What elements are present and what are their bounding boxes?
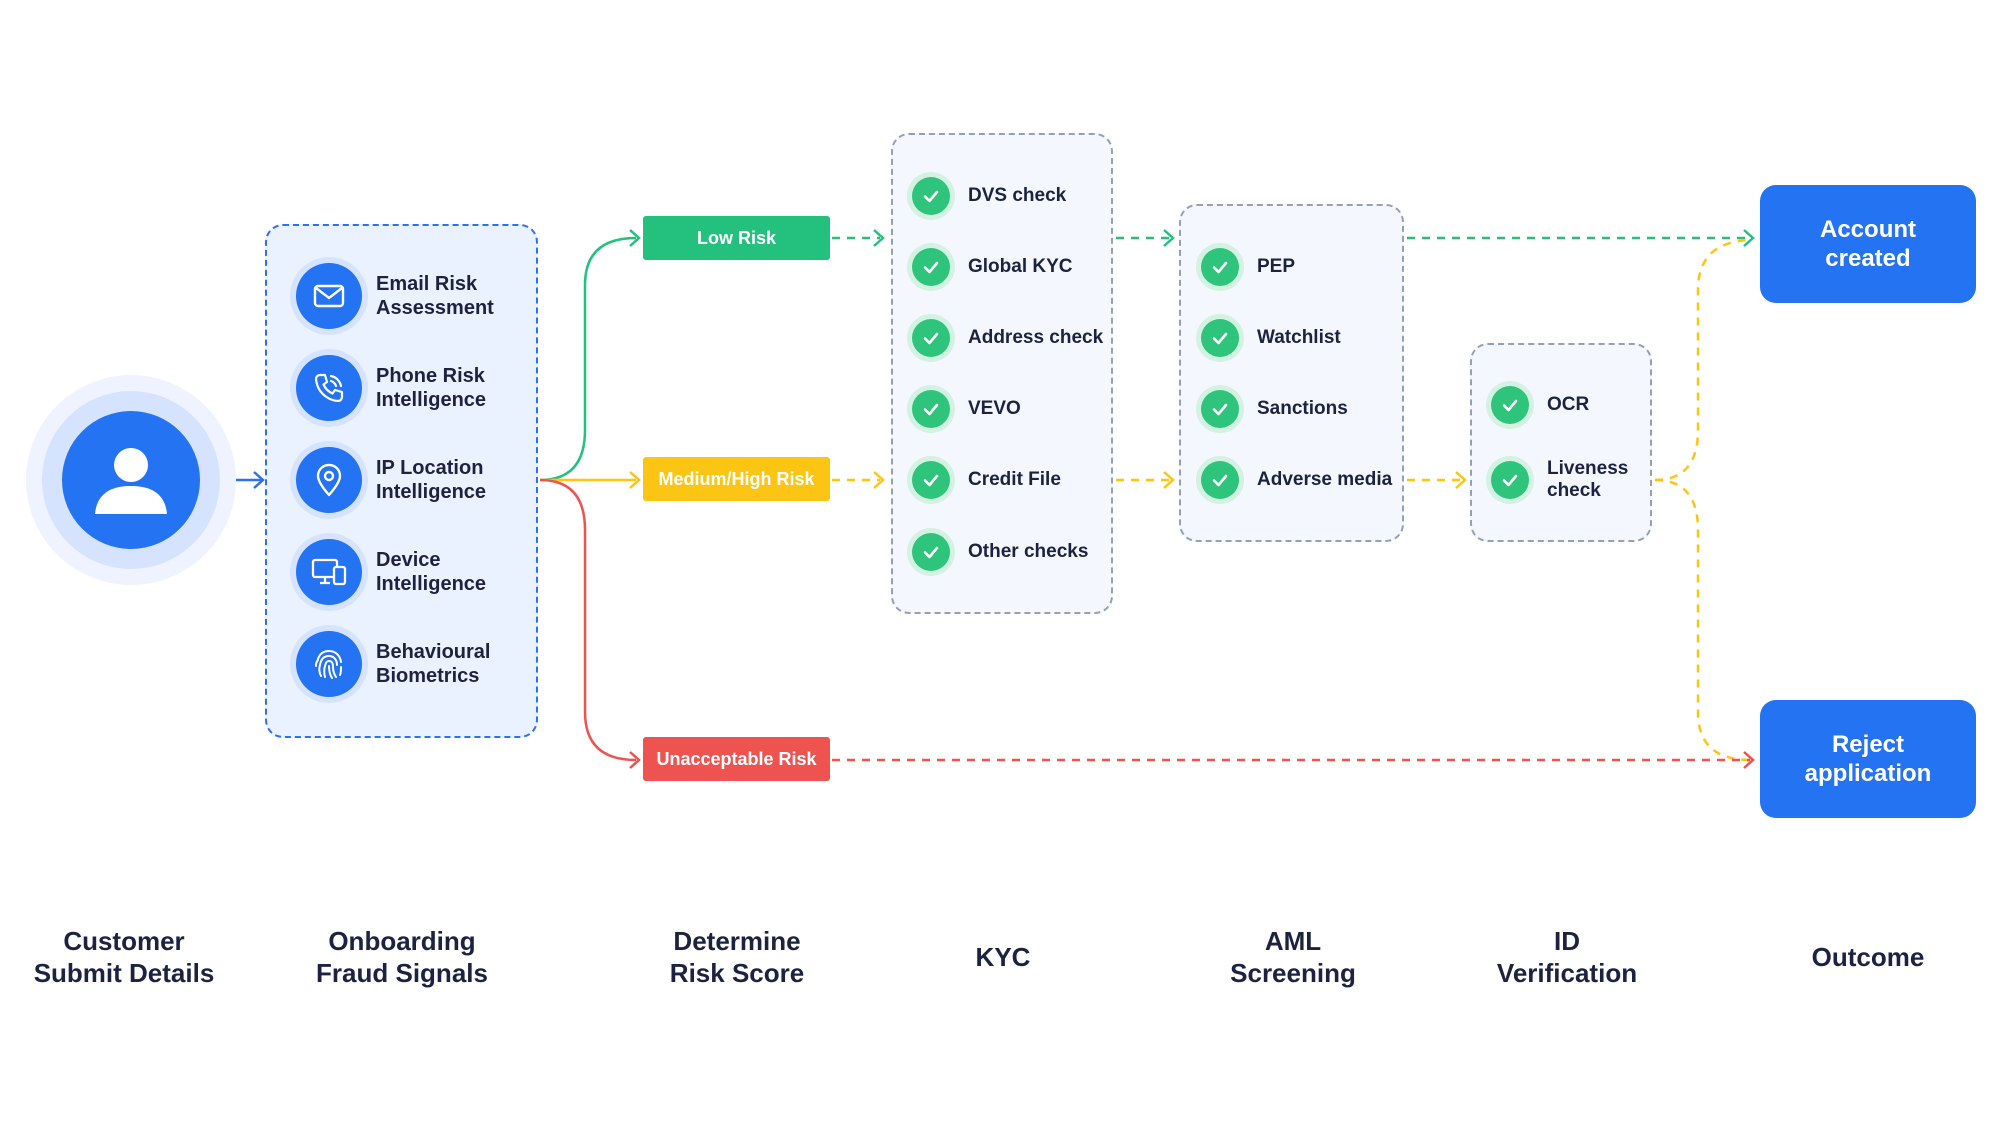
checkmark-icon [912,248,950,286]
kyc-check-other: Other checks [912,533,1088,571]
envelope-icon [296,263,362,329]
check-label: Liveness check [1547,458,1629,501]
check-label: DVS check [968,185,1067,206]
user-icon [95,448,167,514]
check-label: Global KYC [968,256,1073,277]
checkmark-icon [912,319,950,357]
aml-check-pep: PEP [1201,248,1295,286]
kyc-check-address: Address check [912,319,1103,357]
kyc-check-vevo: VEVO [912,390,1021,428]
arrow-aml-to-id-verification [1455,471,1467,489]
phone-icon [296,355,362,421]
customer-avatar [62,411,200,549]
check-label: OCR [1547,394,1590,415]
kyc-check-dvs: DVS check [912,177,1066,215]
aml-check-adverse-media: Adverse media [1201,461,1392,499]
arrow-unacceptable-risk [629,751,641,769]
low-risk-tag: Low Risk [643,216,830,260]
arrow-account-created [1743,229,1755,247]
connector-id-verification-to-reject [1654,478,1751,762]
check-label: Watchlist [1257,327,1341,348]
arrow-low-risk-to-kyc [873,229,885,247]
id-verification-group [1470,343,1652,542]
unacceptable-risk-tag: Unacceptable Risk [643,737,830,781]
arrow-reject-application [1743,751,1755,769]
check-label: VEVO [968,398,1021,419]
aml-check-sanctions: Sanctions [1201,390,1348,428]
checkmark-icon [1491,386,1529,424]
checkmark-icon [912,533,950,571]
check-label: Credit File [968,469,1061,490]
check-label: Sanctions [1257,398,1348,419]
stage-label-outcome: Outcome [1811,942,1925,972]
arrow-low-risk [629,229,641,247]
checkmark-icon [1491,461,1529,499]
stage-label-kyc: KYC [975,942,1031,972]
location-pin-icon [296,447,362,513]
id-check-liveness: Liveness check [1491,458,1657,502]
arrow-kyc-to-aml-low [1163,229,1175,247]
kyc-check-global: Global KYC [912,248,1073,286]
checkmark-icon [912,177,950,215]
checkmark-icon [1201,461,1239,499]
checkmark-icon [1201,319,1239,357]
kyc-check-credit-file: Credit File [912,461,1061,499]
devices-icon [296,539,362,605]
check-label: Address check [968,327,1104,348]
connector-signals-to-unacceptable-risk [539,478,637,762]
medium-high-risk-tag: Medium/High Risk [643,457,830,501]
arrow-medium-risk [629,471,641,489]
aml-check-watchlist: Watchlist [1201,319,1341,357]
id-check-ocr: OCR [1491,386,1589,424]
arrow-customer-to-signals [253,471,265,489]
arrow-kyc-to-aml-medium [1163,471,1175,489]
fingerprint-icon [296,631,362,697]
checkmark-icon [1201,390,1239,428]
connector-id-verification-to-account-created [1654,238,1751,482]
check-label: Other checks [968,541,1089,562]
arrow-medium-risk-to-kyc [873,471,885,489]
checkmark-icon [912,390,950,428]
check-label: Adverse media [1257,469,1393,490]
checkmark-icon [1201,248,1239,286]
check-label: PEP [1257,256,1296,277]
checkmark-icon [912,461,950,499]
connector-signals-to-low-risk [539,236,637,482]
